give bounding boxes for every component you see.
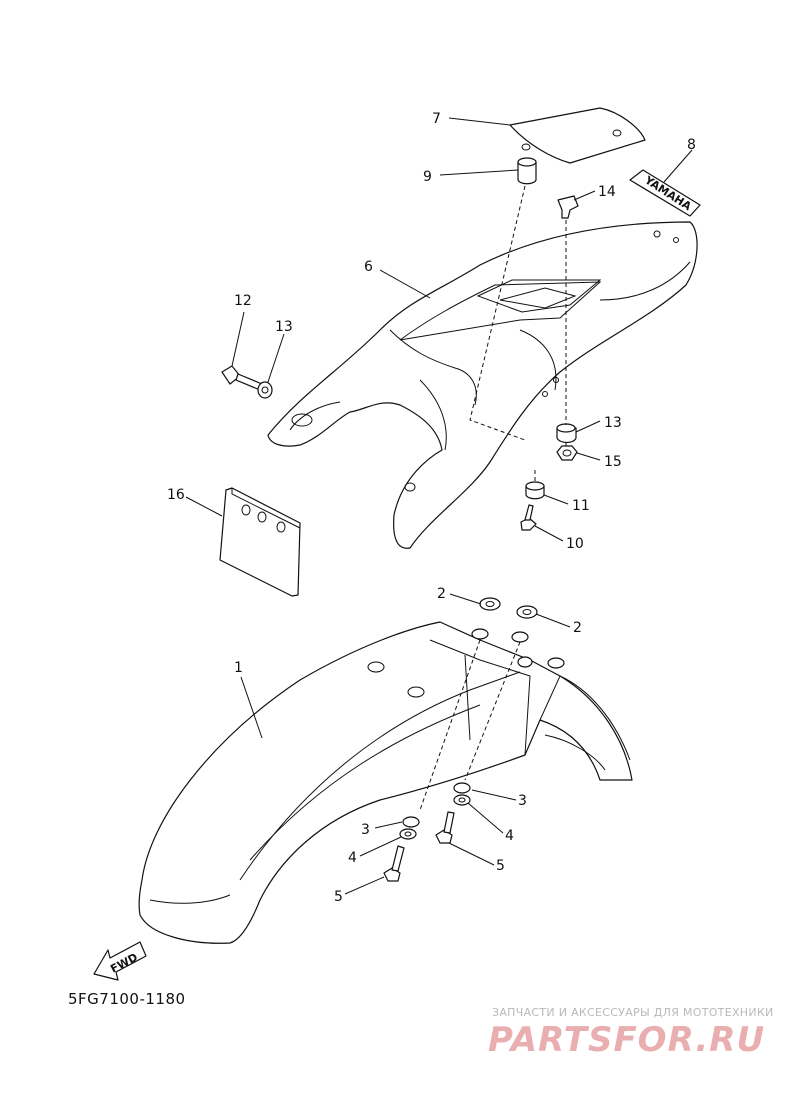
drawing-code: 5FG7100-1180 [68, 990, 186, 1008]
callout-3-right: 3 [518, 793, 527, 809]
callout-numbers: 7 9 14 8 6 12 13 13 15 11 10 16 2 2 1 3 … [167, 111, 696, 905]
collar-part-11 [525, 481, 545, 500]
bracket-plate-part-7 [509, 107, 646, 164]
bolt-part-5-right [435, 811, 455, 844]
callout-2-left: 2 [437, 586, 446, 602]
collar-part-13-right [556, 423, 577, 444]
callout-1: 1 [234, 660, 243, 676]
callout-13-left: 13 [275, 319, 293, 335]
callout-5-right: 5 [496, 858, 505, 874]
front-fender-part-1 [138, 621, 633, 944]
decal-text: YAMAHA [642, 173, 694, 213]
callout-9: 9 [423, 169, 432, 185]
callout-4-left: 4 [348, 850, 357, 866]
callout-16: 16 [167, 487, 185, 503]
callout-10: 10 [566, 536, 584, 552]
bolt-part-5-left [383, 845, 405, 882]
fwd-arrow-icon: FWD [93, 941, 147, 981]
callout-7: 7 [432, 111, 441, 127]
watermark-logo: PARTSFOR.RU [488, 1020, 766, 1060]
callout-15: 15 [604, 454, 622, 470]
callout-2-right: 2 [573, 620, 582, 636]
callout-14: 14 [598, 184, 616, 200]
collar-part-13-left [257, 381, 273, 399]
callout-4-right: 4 [505, 828, 514, 844]
washer-part-2-left [479, 597, 501, 611]
watermark-caption: ЗАПЧАСТИ И АКСЕССУАРЫ ДЛЯ МОТОТЕХНИКИ [492, 1006, 774, 1019]
washer-part-4-right [453, 794, 471, 806]
leader-lines [185, 117, 693, 895]
damper-part-9 [517, 157, 537, 185]
rear-fender-part-6 [267, 221, 698, 549]
callout-5-left: 5 [334, 889, 343, 905]
nut-part-15 [556, 445, 578, 461]
callout-12: 12 [234, 293, 252, 309]
collar-part-3-left [402, 816, 420, 828]
callout-13-right: 13 [604, 415, 622, 431]
yamaha-decal-part-8: YAMAHA [629, 169, 701, 217]
callout-6: 6 [364, 259, 373, 275]
assembly-lines [419, 185, 567, 811]
callout-11: 11 [572, 498, 590, 514]
callout-8: 8 [687, 137, 696, 153]
bolt-part-12 [221, 365, 263, 391]
collar-part-3-right [453, 782, 471, 794]
bolt-part-10 [520, 504, 537, 531]
callout-3-left: 3 [361, 822, 370, 838]
washer-part-2-right [516, 605, 538, 619]
number-plate-part-16 [219, 487, 301, 597]
clip-part-14 [557, 195, 579, 219]
washer-part-4-left [399, 828, 417, 840]
